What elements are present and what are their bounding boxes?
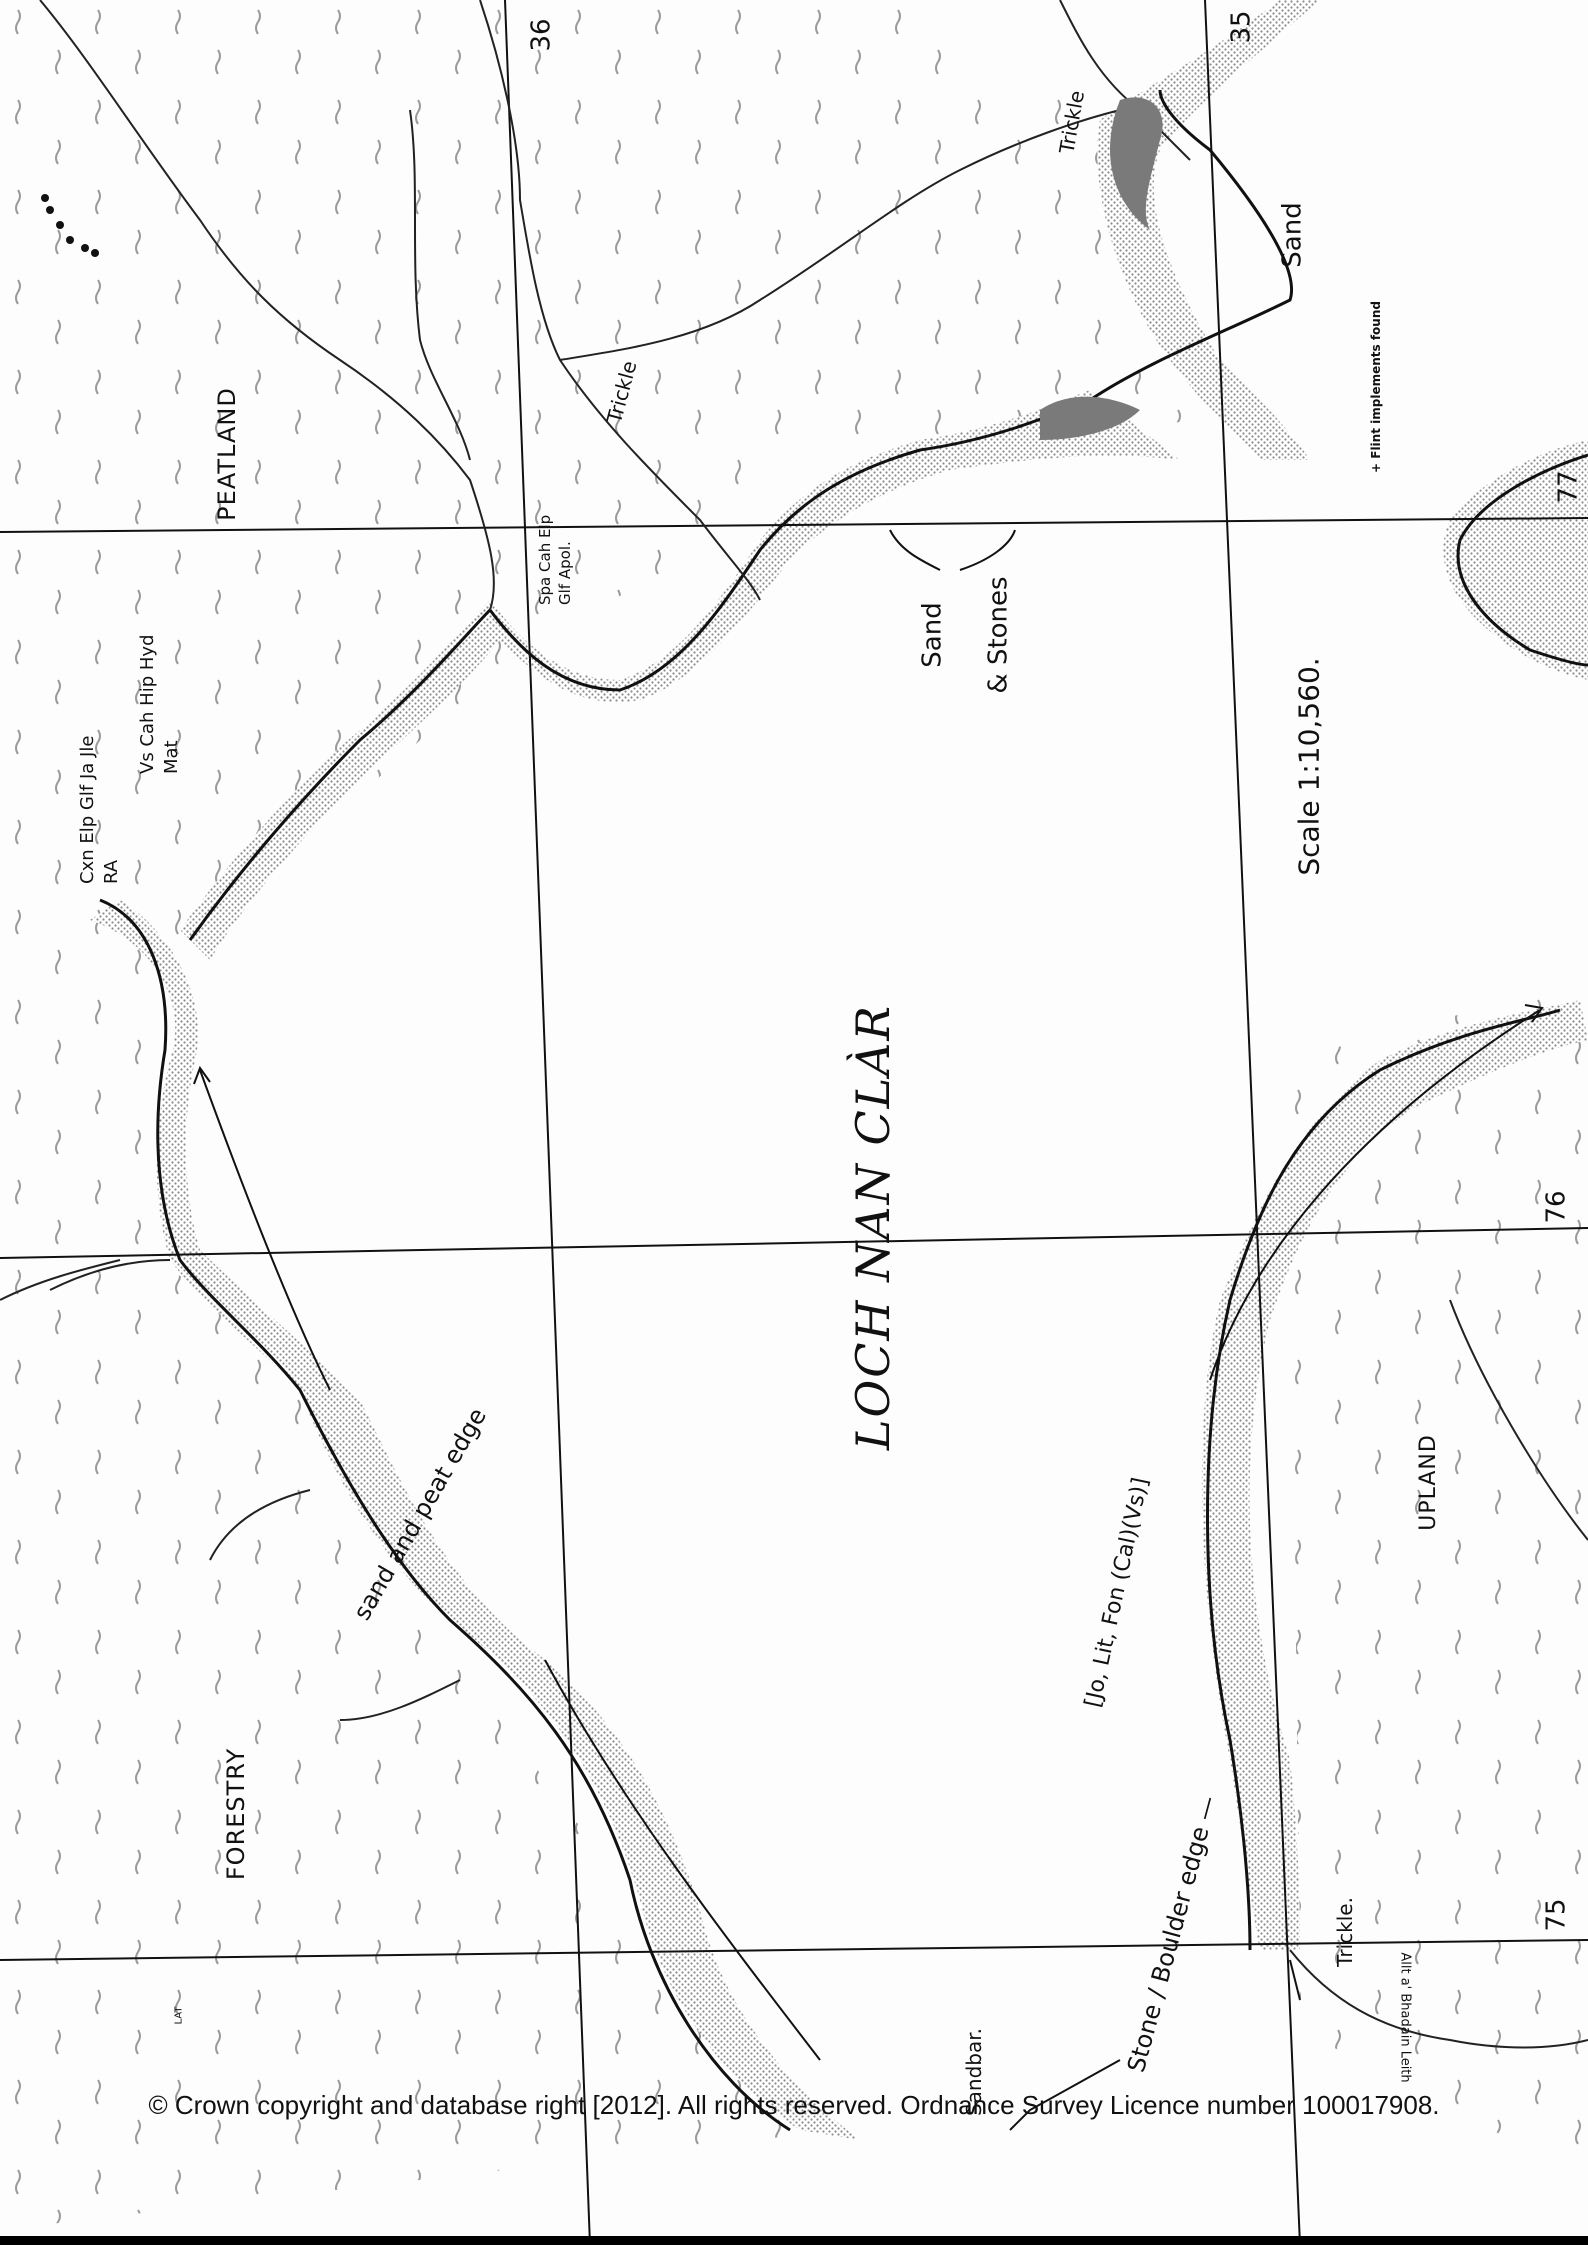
north-shore-band	[180, 390, 1180, 960]
plant-codes-col2: Vs Cah Hip Hyd Mat	[136, 634, 184, 774]
trickle-label-3: Trickle.	[1332, 1897, 1357, 1967]
upland-label: UPLAND	[1415, 1434, 1441, 1531]
peatland-texture	[0, 0, 1200, 1280]
loch-north-shoreline	[188, 89, 1293, 941]
plant-code: RA	[101, 859, 122, 884]
east-islet-band	[1443, 440, 1588, 680]
grid-label-36: 36	[526, 18, 557, 52]
annotation-arrows	[193, 529, 1544, 2131]
scale-label: Scale 1:10,560.	[1292, 657, 1326, 876]
plant-codes-col1: Cxn Elp Glf Ja Jle RA	[76, 724, 124, 884]
grid-label-77: 77	[1553, 470, 1584, 504]
flint-dots	[41, 194, 99, 257]
dark-peat-patch-north	[1110, 97, 1163, 230]
plant-code: Cah	[137, 711, 158, 747]
grid-label-75: 75	[1541, 1898, 1572, 1932]
plant-code: Hip	[137, 675, 158, 706]
plant-code: Apol.	[556, 541, 574, 580]
copyright-notice: © Crown copyright and database right [20…	[148, 2090, 1440, 2120]
plant-codes-col3: Spa Cah Elp Glf Apol.	[535, 495, 575, 605]
plant-code: Elp	[536, 514, 554, 538]
sand-stones-label-2: & Stones	[983, 576, 1014, 694]
loch-east-shoreline	[1206, 1008, 1561, 1951]
grid-label-76: 76	[1541, 1190, 1572, 1224]
small-lat-label: LAT	[173, 2006, 185, 2025]
east-islet-shoreline	[1456, 453, 1588, 667]
bottom-border	[0, 2236, 1588, 2245]
plant-code: Mat	[161, 740, 182, 774]
sand-stones-label-1: Sand	[917, 602, 948, 668]
plant-code: Spa	[536, 576, 554, 605]
flint-note: + Flint implements found	[1368, 301, 1383, 473]
upland-texture	[1290, 980, 1588, 2180]
forestry-label: FORESTRY	[222, 1747, 251, 1881]
dark-peat-patch-mid	[1040, 396, 1140, 440]
lake-name: LOCH NAN CLÀR	[846, 1003, 901, 1451]
loch-shoreline	[99, 898, 791, 2132]
upland-shore-band	[1201, 1000, 1588, 1950]
plant-code: Glf	[77, 784, 98, 811]
sand-shore-band	[90, 900, 860, 2140]
plant-code: Vs	[137, 752, 158, 774]
peatland-label: PEATLAND	[212, 387, 241, 521]
sand-label: Sand	[1277, 202, 1308, 268]
forestry-texture	[0, 1270, 840, 2230]
plant-code: Cxn	[77, 849, 98, 884]
grid-label-35: 35	[1226, 10, 1257, 44]
plant-code: Hyd	[137, 634, 158, 671]
plant-code: Elp	[77, 815, 98, 844]
plant-code: Jle	[77, 735, 98, 757]
plant-code: Cah	[536, 542, 554, 572]
plant-code: Ja	[77, 762, 98, 780]
plant-code: Glf	[556, 583, 574, 605]
allt-name-label: Allt a' Bhadain Leith	[1397, 1952, 1413, 2083]
